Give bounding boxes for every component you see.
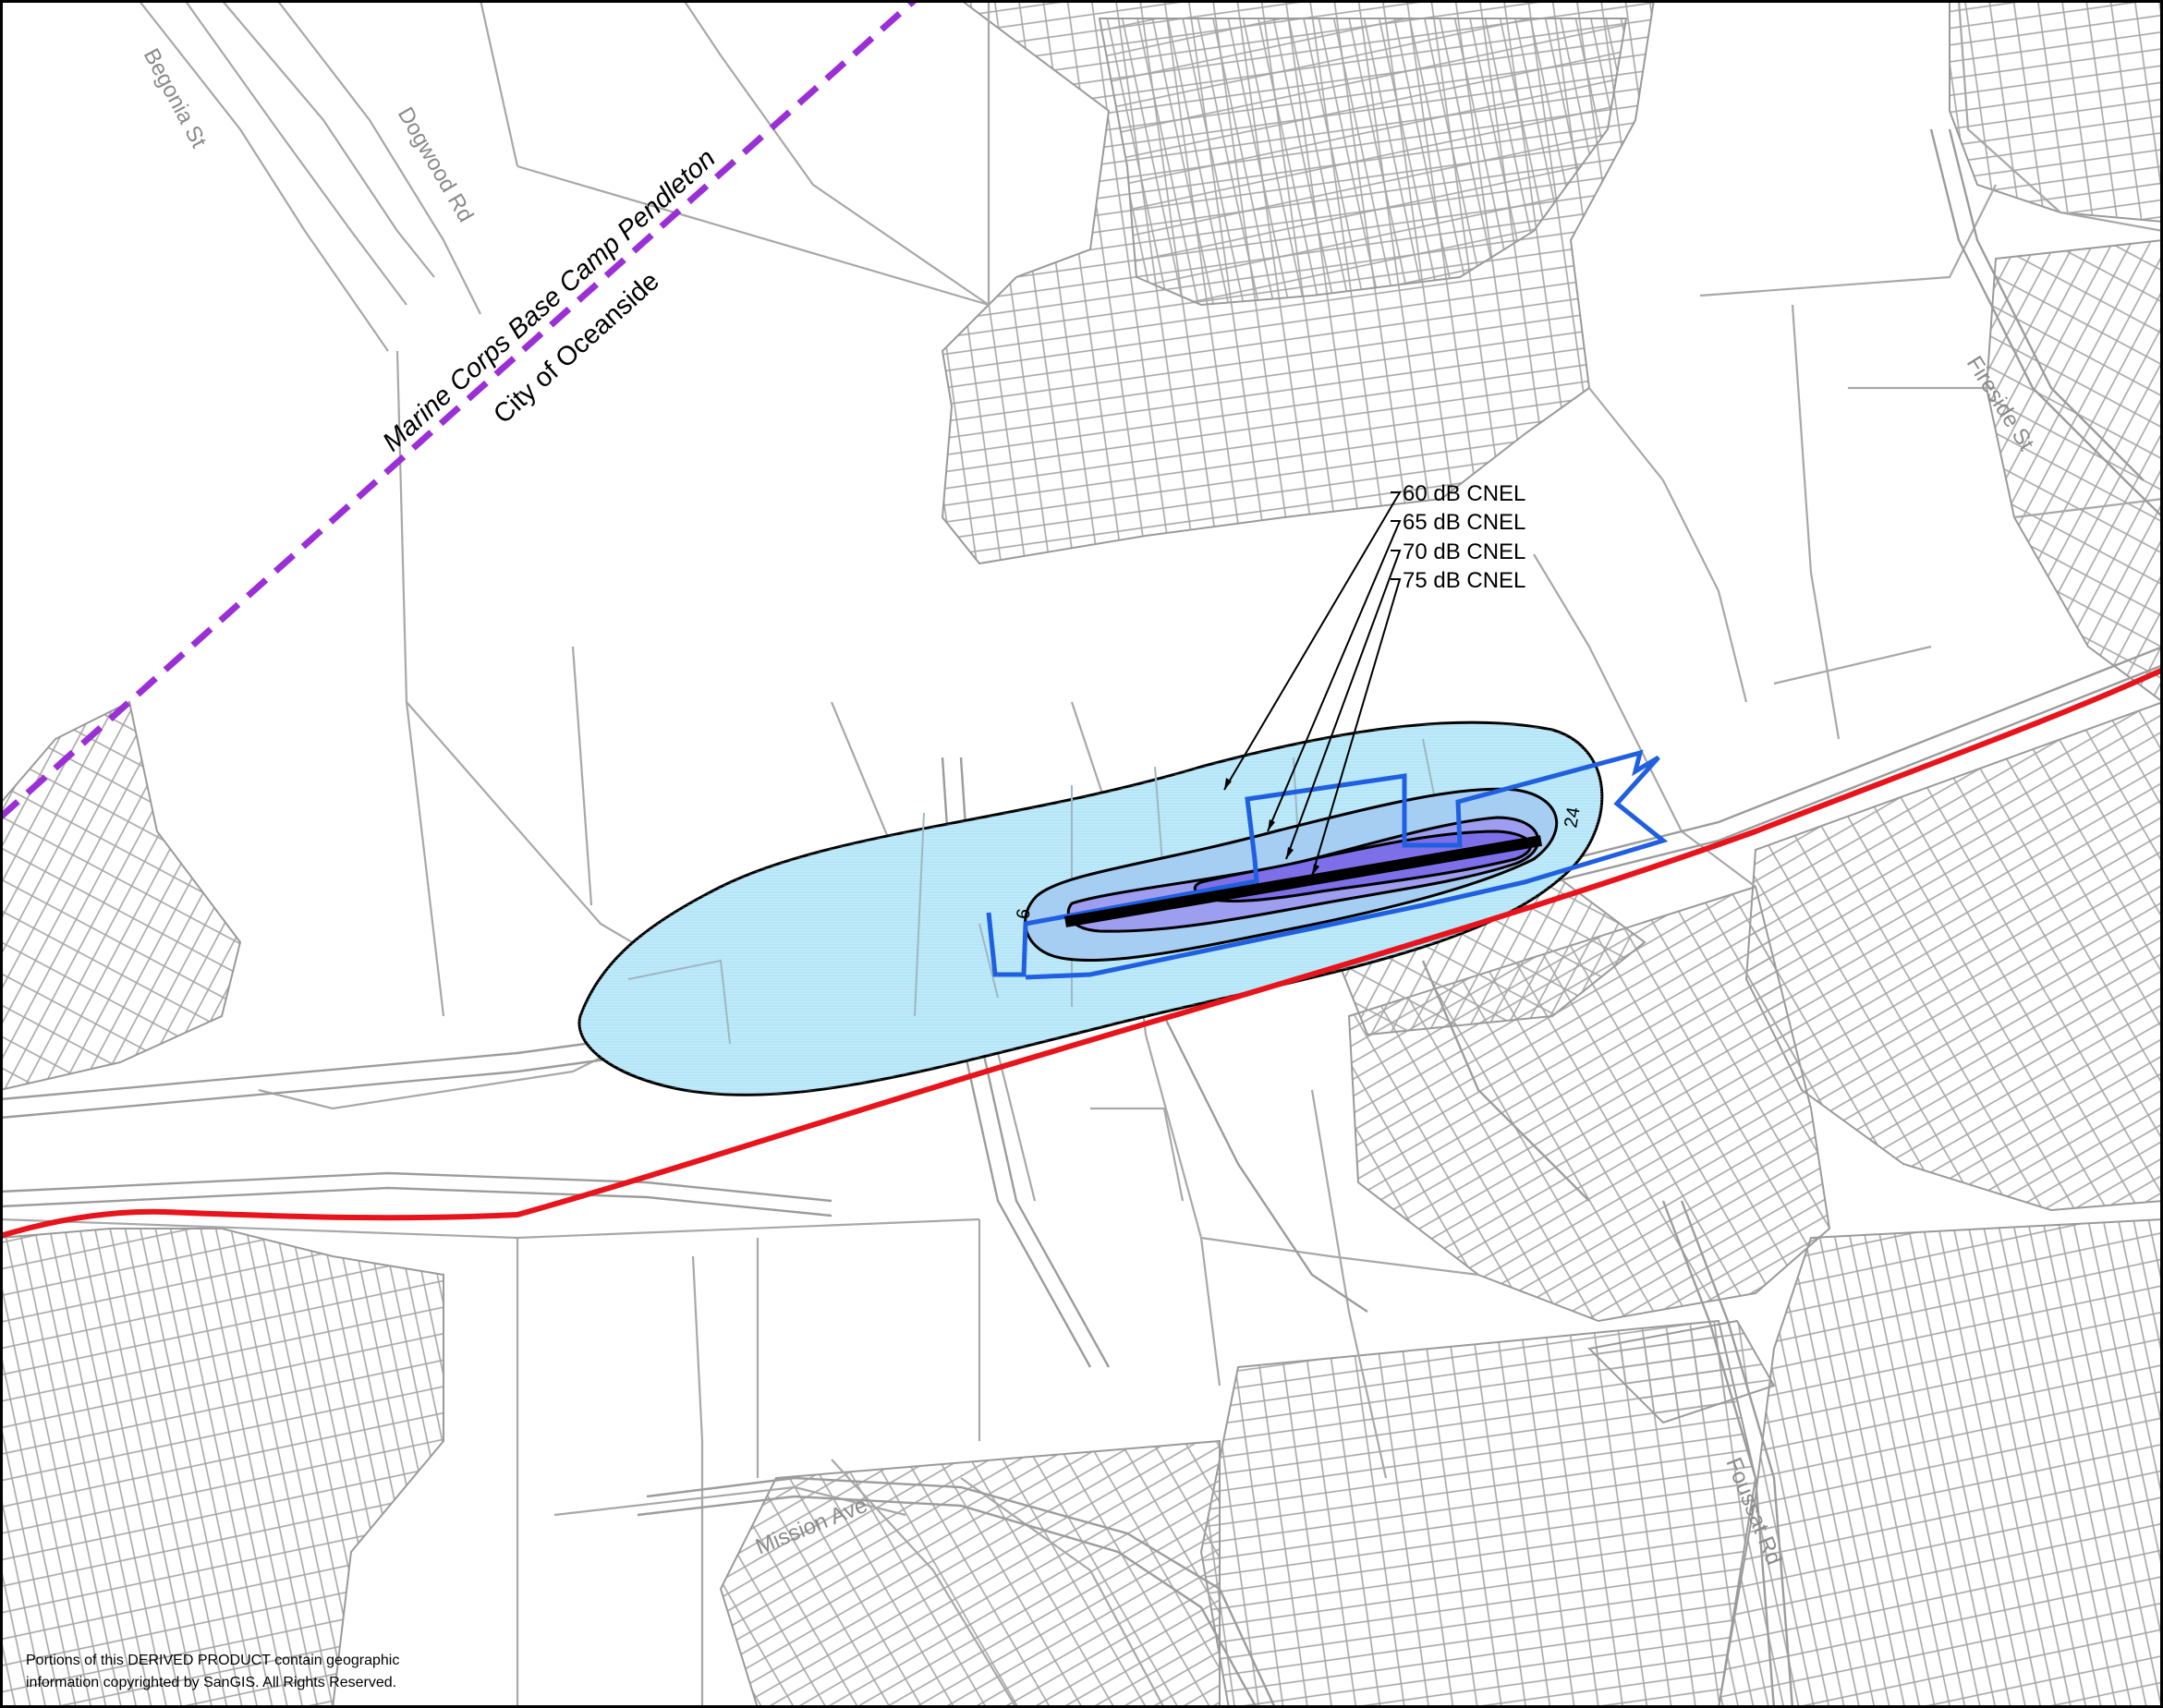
rail-line [0, 667, 2163, 1239]
legend-label-65: 65 dB CNEL [1403, 510, 1525, 535]
airport-property-boundary [986, 749, 1669, 980]
copyright-credit: Portions of this DERIVED PRODUCT contain… [26, 1653, 400, 1690]
runway-end-east-label: 24 [1561, 806, 1585, 830]
legend-label-60: 60 dB CNEL [1403, 481, 1525, 506]
contour-legend: 60 dB CNEL 65 dB CNEL 70 dB CNEL 75 dB C… [1223, 481, 1525, 877]
legend-label-70: 70 dB CNEL [1403, 539, 1525, 564]
legend-label-75: 75 dB CNEL [1403, 568, 1525, 593]
runway [1063, 835, 1543, 927]
jurisdiction-boundary [0, 0, 917, 820]
runway-end-west-label: 6 [1013, 907, 1035, 921]
